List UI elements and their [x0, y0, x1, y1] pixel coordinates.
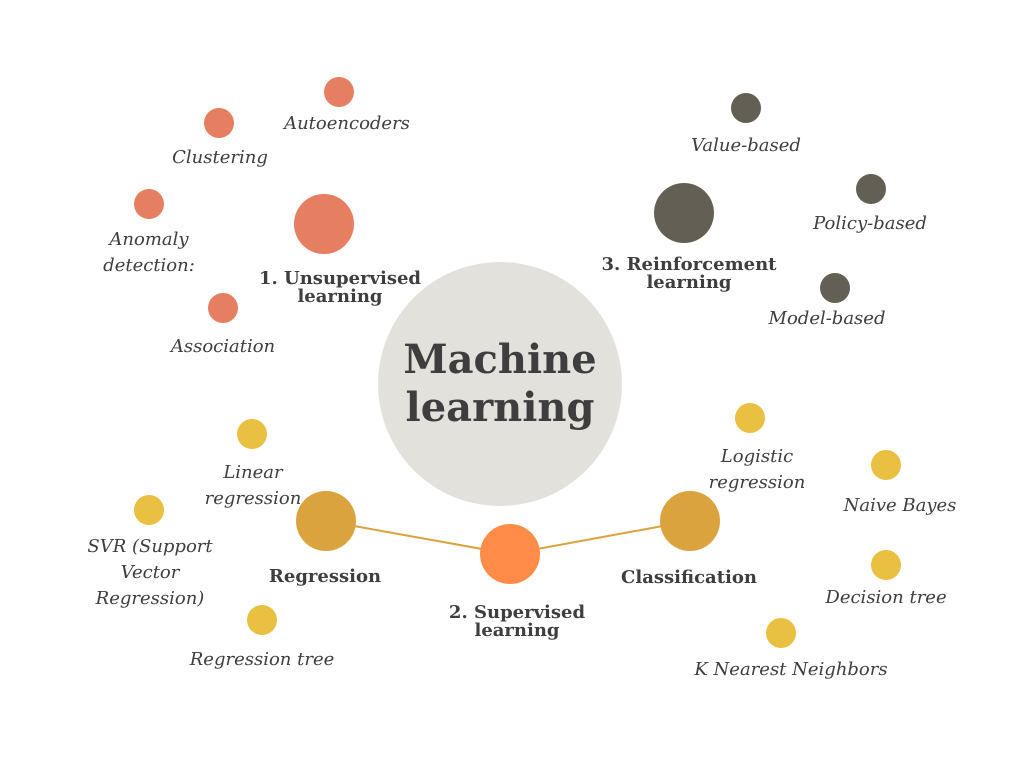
anomaly-detection-label: Anomaly detection:	[103, 229, 195, 276]
naive-bayes-dot	[871, 450, 901, 480]
policy-based-dot	[856, 174, 886, 204]
association-dot	[208, 293, 238, 323]
center-node: Machine learning	[378, 262, 622, 506]
anomaly-detection-dot	[134, 189, 164, 219]
regression-tree-label: Regression tree	[189, 649, 335, 670]
linear-regression-label: Linear regression	[204, 462, 302, 509]
regression-node	[296, 491, 356, 551]
reinforcement-node	[654, 183, 714, 243]
naive-bayes-label: Naive Bayes	[843, 495, 957, 516]
reinforcement-label: 3. Reinforcement learning	[601, 254, 777, 293]
svr-dot	[134, 495, 164, 525]
policy-based-label: Policy-based	[813, 213, 927, 234]
supervised-label: 2. Supervised learning	[448, 602, 586, 641]
logistic-regression-label: Logistic regression	[708, 446, 806, 493]
knn-label: K Nearest Neighbors	[694, 659, 888, 680]
regression-label: Regression	[268, 566, 382, 587]
autoencoders-dot	[324, 77, 354, 107]
clustering-label: Clustering	[172, 147, 268, 168]
linear-regression-dot	[237, 419, 267, 449]
supervised-node	[480, 524, 540, 584]
connector-regression	[325, 520, 511, 555]
knn-dot	[766, 618, 796, 648]
decision-tree-label: Decision tree	[825, 587, 947, 608]
svr-label: SVR (Support Vector Regression)	[87, 536, 213, 609]
association-label: Association	[170, 336, 276, 357]
classification-label: Classification	[621, 567, 757, 588]
value-based-label: Value-based	[691, 135, 801, 156]
logistic-regression-dot	[735, 403, 765, 433]
regression-tree-dot	[247, 605, 277, 635]
value-based-dot	[731, 93, 761, 123]
autoencoders-label: Autoencoders	[284, 113, 410, 134]
model-based-dot	[820, 273, 850, 303]
model-based-label: Model-based	[768, 308, 886, 329]
clustering-dot	[204, 108, 234, 138]
unsupervised-node	[294, 194, 354, 254]
unsupervised-label: 1. Unsupervised learning	[258, 268, 422, 307]
decision-tree-dot	[871, 550, 901, 580]
classification-node	[660, 491, 720, 551]
